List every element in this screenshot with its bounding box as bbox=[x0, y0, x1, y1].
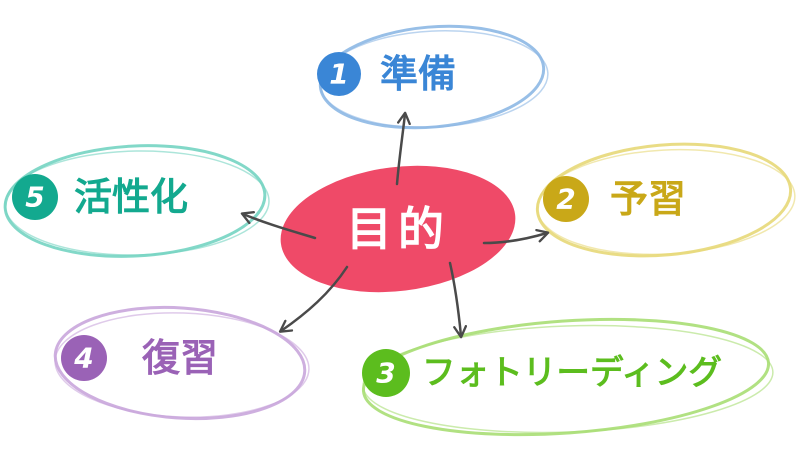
node-photoreading-number: 3 bbox=[376, 357, 395, 390]
center-node-shape bbox=[280, 165, 516, 293]
node-activation-ring-2 bbox=[4, 150, 270, 256]
arrow-to-photoreading bbox=[448, 261, 468, 339]
node-preview-number: 2 bbox=[556, 183, 575, 216]
node-review-label: 復習 bbox=[141, 336, 218, 380]
node-prep-badge bbox=[317, 52, 361, 96]
node-preview: 2 予習 bbox=[535, 142, 796, 258]
node-review-ring-2 bbox=[54, 312, 310, 418]
node-photoreading: 3 フォトリーディング bbox=[361, 317, 774, 437]
arrow-to-activation bbox=[240, 211, 317, 240]
node-review-badge bbox=[61, 335, 107, 381]
arrow-to-preview bbox=[482, 228, 550, 245]
node-prep-label: 準備 bbox=[380, 52, 456, 96]
node-review: 4 復習 bbox=[53, 305, 310, 421]
node-activation: 5 活性化 bbox=[3, 144, 270, 258]
arrows bbox=[240, 111, 550, 339]
center-node-label: 目的 bbox=[346, 202, 450, 256]
node-photoreading-badge bbox=[362, 349, 410, 397]
node-prep-number: 1 bbox=[329, 58, 348, 91]
node-activation-label: 活性化 bbox=[74, 175, 188, 219]
node-preview-label: 予習 bbox=[610, 177, 686, 221]
center-node: 目的 bbox=[280, 165, 516, 293]
arrow-to-prep bbox=[395, 111, 411, 186]
arrow-to-review bbox=[278, 265, 349, 333]
node-prep: 1 準備 bbox=[317, 24, 549, 130]
node-photoreading-ring-2 bbox=[362, 324, 774, 434]
node-preview-badge bbox=[543, 176, 589, 222]
node-activation-number: 5 bbox=[25, 181, 44, 214]
node-preview-ring-2 bbox=[536, 148, 796, 256]
node-review-ring bbox=[53, 305, 307, 421]
node-review-number: 4 bbox=[73, 342, 93, 375]
node-photoreading-label: フォトリーディング bbox=[422, 353, 722, 393]
node-activation-badge bbox=[12, 174, 58, 220]
